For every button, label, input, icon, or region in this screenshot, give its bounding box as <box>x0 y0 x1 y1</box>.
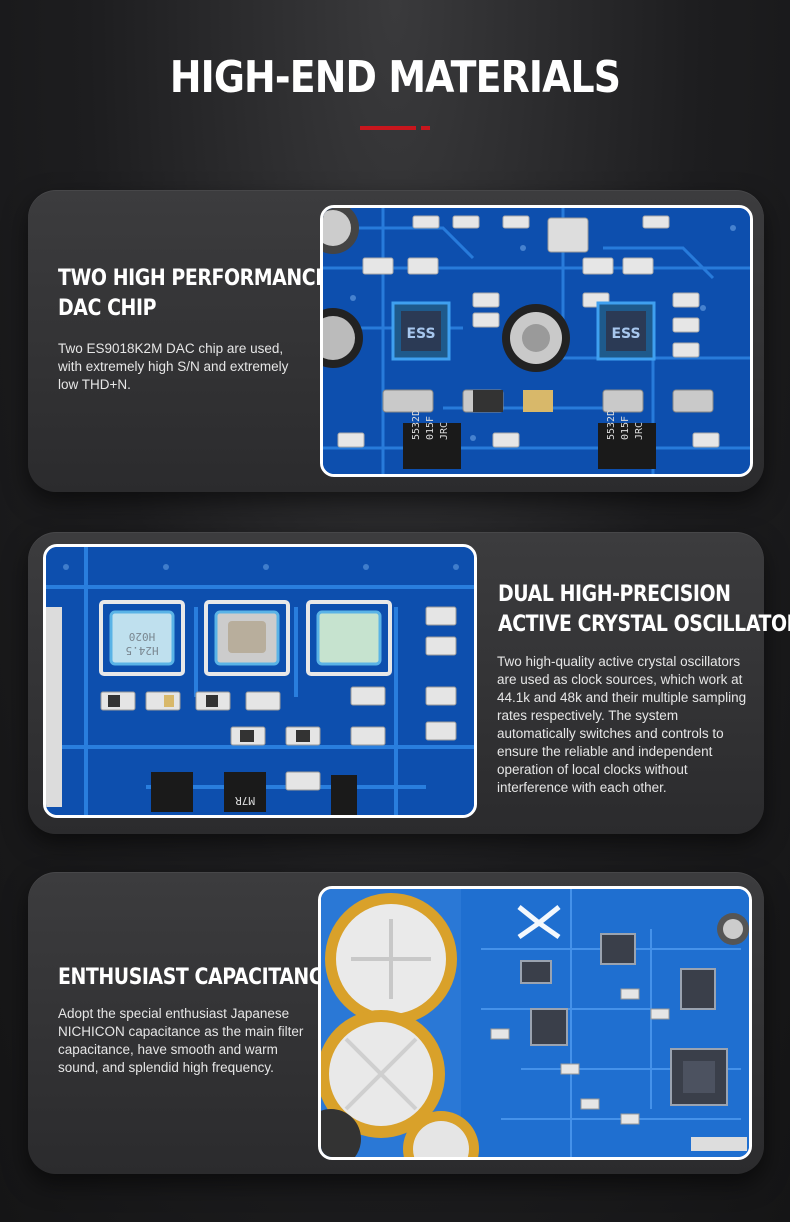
chip-label: JRC <box>634 422 645 440</box>
svg-text:ESS: ESS <box>611 326 640 342</box>
chip-label: 015F <box>620 416 631 440</box>
svg-text:ESS: ESS <box>406 326 435 342</box>
chip-label: JRC <box>439 422 450 440</box>
card-heading: ENTHUSIAST CAPACITANCE <box>58 963 335 993</box>
feature-card-crystal-oscillator: H020 H24.5 <box>28 532 790 834</box>
osc-label: H020 <box>129 630 156 643</box>
pcb-oscillator-photo: H020 H24.5 <box>43 544 477 818</box>
title-accent-dot <box>421 126 430 130</box>
transistor-label: M7R <box>235 794 255 807</box>
heading-line: DAC CHIP <box>58 296 157 321</box>
card-heading: TWO HIGH PERFORMANCE DAC CHIP <box>58 264 328 324</box>
pcb-dac-photo: ESS ESS 5532D 015F JRC 5532 <box>320 205 753 477</box>
card-description: Two ES9018K2M DAC chip are used, with ex… <box>58 341 289 392</box>
feature-card-dac-chip: TWO HIGH PERFORMANCE DAC CHIP Two ES9018… <box>28 190 764 492</box>
chip-label: 5532D <box>411 410 422 440</box>
feature-card-capacitance: ENTHUSIAST CAPACITANCE Adopt the special… <box>28 872 764 1174</box>
chip-label: 5532D <box>606 410 617 440</box>
title-accent-bar <box>360 126 416 130</box>
pcb-capacitor-photo <box>318 886 752 1160</box>
card-description: Adopt the special enthusiast Japanese NI… <box>58 1006 304 1075</box>
card-description: Two high-quality active crystal oscillat… <box>497 654 747 795</box>
chip-label: 015F <box>425 416 436 440</box>
heading-line: DUAL HIGH-PRECISION <box>498 582 731 607</box>
heading-line: ENTHUSIAST CAPACITANCE <box>58 965 335 990</box>
heading-line: ACTIVE CRYSTAL OSCILLATOR <box>498 612 790 637</box>
card-heading: DUAL HIGH-PRECISION ACTIVE CRYSTAL OSCIL… <box>498 580 790 640</box>
osc-label: H24.5 <box>125 644 158 657</box>
page-title: HIGH-END MATERIALS <box>169 52 621 103</box>
heading-line: TWO HIGH PERFORMANCE <box>58 266 328 291</box>
